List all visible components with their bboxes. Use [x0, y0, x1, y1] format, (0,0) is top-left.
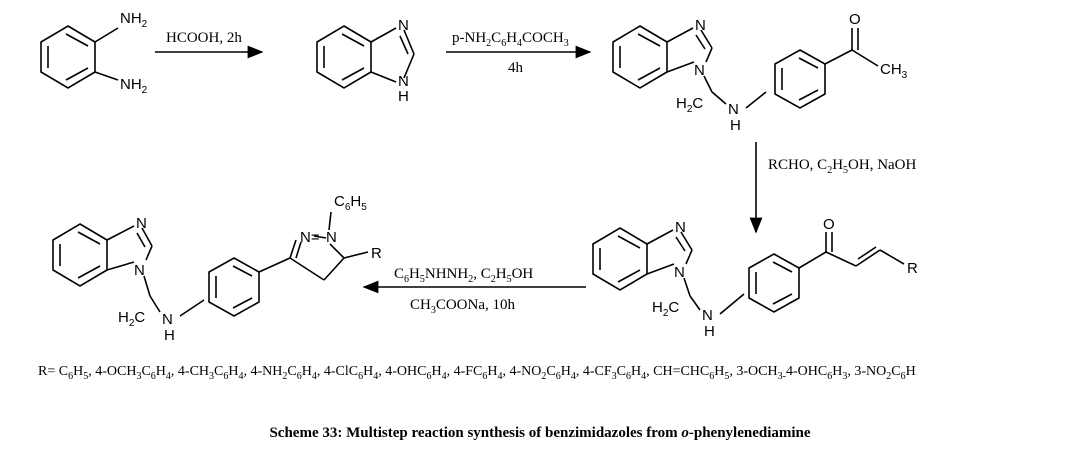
r-group-label: R [371, 245, 382, 262]
imidazole-n1-label: N [694, 62, 705, 79]
methyl-label: CH3 [880, 61, 908, 81]
scheme-caption: Scheme 33: Multistep reaction synthesis … [0, 425, 1080, 442]
amine-n-label: N [728, 101, 739, 118]
caption-italic: o [681, 425, 689, 441]
imidazole-n-label: N [675, 219, 686, 236]
imidazole-n1-label: N [674, 264, 685, 281]
imidazole-nh-label: N [398, 73, 409, 90]
benzimidazole [316, 25, 415, 89]
amine-h-label: H [730, 117, 741, 134]
pyrazoline-n1-label: N [326, 229, 337, 246]
phenyl-label: C6H5 [334, 193, 367, 213]
step4-reagent-2: CH3COONa, 10h [410, 297, 516, 316]
amine-n-label: N [162, 311, 173, 328]
step2-reagent: p-NH2C6H4COCH3 [452, 30, 569, 49]
r-group-label: R [907, 260, 918, 277]
amine-label-1: NH2 [120, 10, 148, 30]
imidazole-n1-label: N [134, 262, 145, 279]
imidazole-n-label: N [695, 17, 706, 34]
amine-n-label: N [702, 307, 713, 324]
imidazole-n-label: N [398, 17, 409, 34]
chalcone-intermediate [592, 227, 905, 315]
methylene-label: H2C [118, 309, 145, 329]
step1-reagent: HCOOH, 2h [166, 30, 242, 46]
step2-time: 4h [508, 60, 524, 76]
pyrazoline-product [52, 211, 369, 317]
step3-reagent: RCHO, C2H5OH, NaOH [768, 157, 917, 176]
carbonyl-o-label: O [849, 11, 861, 28]
caption-prefix: Scheme 33: Multistep reaction synthesis … [269, 425, 682, 441]
amine-label-2: NH2 [120, 76, 148, 96]
amine-h-label: H [164, 327, 175, 344]
imidazole-h-label: H [398, 88, 409, 105]
caption-suffix: -phenylenediamine [688, 425, 811, 441]
r-group-list: R= C6H5, 4-OCH3C6H4, 4-CH3C6H4, 4-NH2C6H… [38, 364, 916, 382]
methylene-label: H2C [676, 95, 703, 115]
amine-h-label: H [704, 323, 715, 340]
amino-acetophenone-intermediate [612, 25, 879, 109]
carbonyl-o-label: O [823, 216, 835, 233]
o-phenylenediamine [40, 25, 119, 89]
imidazole-n-label: N [136, 215, 147, 232]
step4-reagent: C6H5NHNH2, C2H5OH [394, 266, 533, 285]
pyrazoline-n2-label: N= [300, 229, 320, 246]
methylene-label: H2C [652, 299, 679, 319]
